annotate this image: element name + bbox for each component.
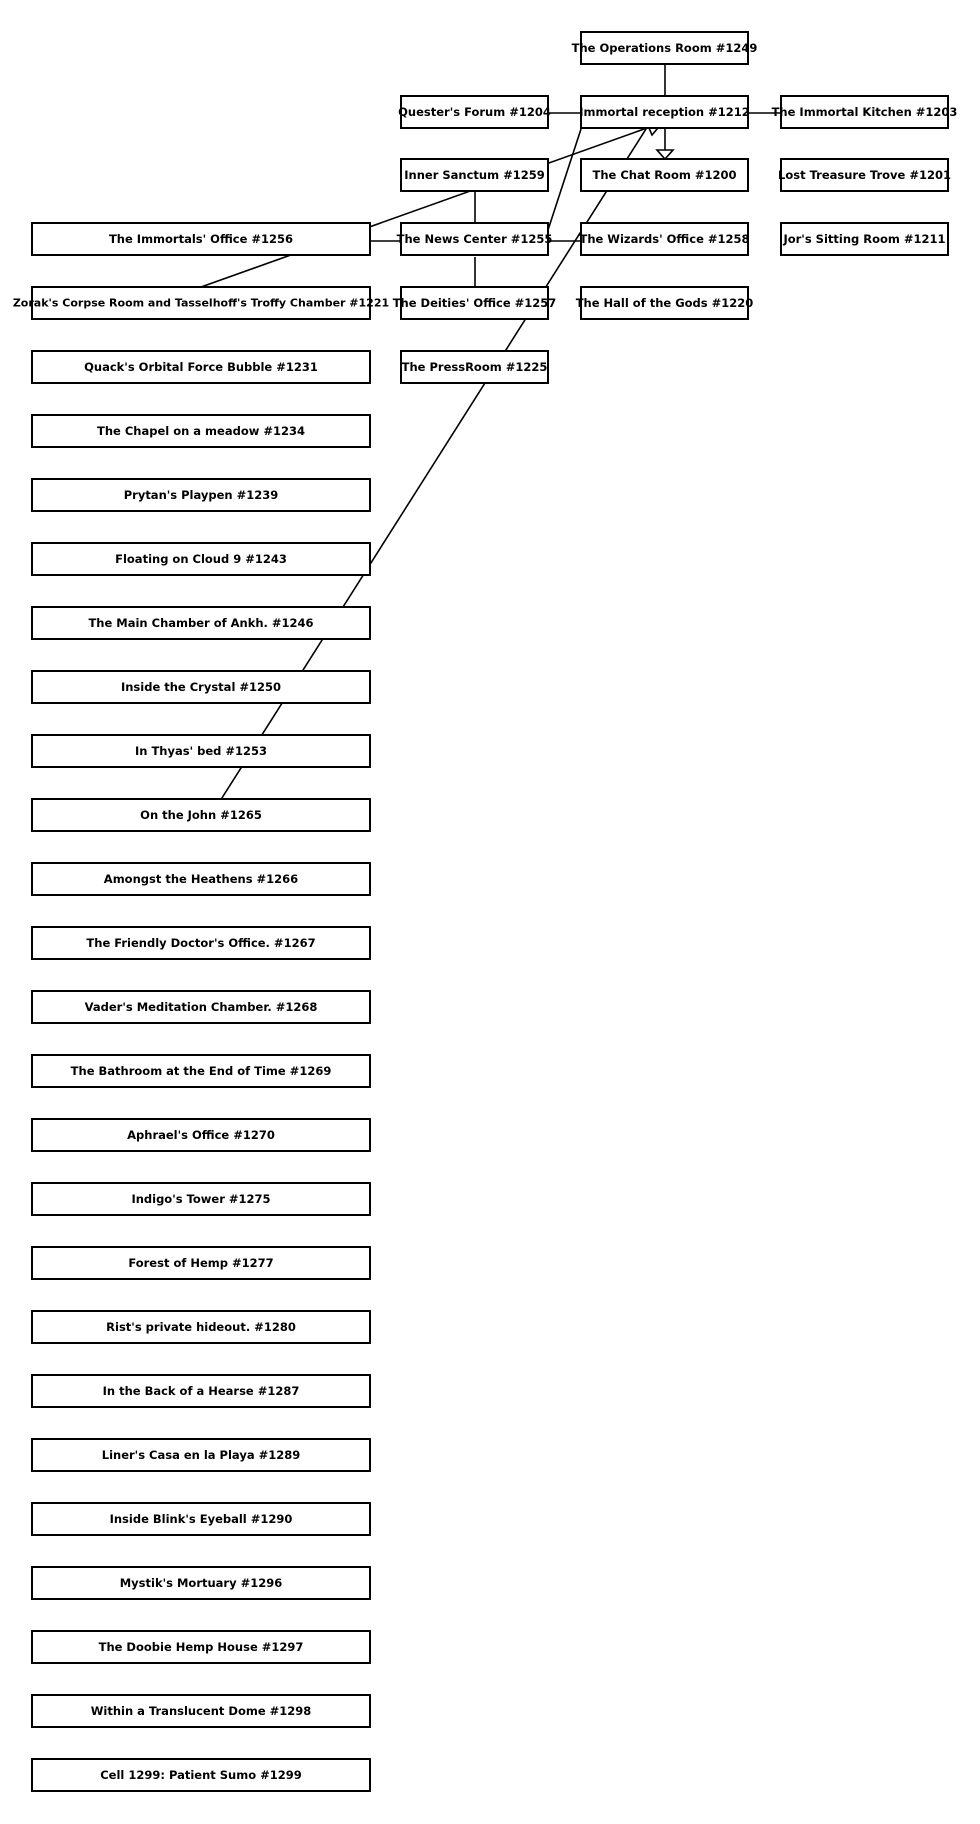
- room-label: The News Center #1255: [397, 232, 553, 246]
- room-node-back-of-hearse[interactable]: In the Back of a Hearse #1287: [31, 1374, 371, 1408]
- room-node-immortals-office[interactable]: The Immortals' Office #1256: [31, 222, 371, 256]
- room-node-immortal-reception[interactable]: Immortal reception #1212: [579, 95, 750, 129]
- room-label: Zorak's Corpse Room and Tasselhoff's Tro…: [13, 297, 389, 310]
- room-label: In the Back of a Hearse #1287: [103, 1384, 300, 1398]
- room-node-hall-of-gods[interactable]: The Hall of the Gods #1220: [576, 286, 754, 320]
- room-label: Amongst the Heathens #1266: [104, 872, 298, 886]
- room-node-thyas-bed[interactable]: In Thyas' bed #1253: [31, 734, 371, 768]
- room-node-chapel-meadow[interactable]: The Chapel on a meadow #1234: [31, 414, 371, 448]
- room-label: Inner Sanctum #1259: [404, 168, 545, 182]
- room-label: Liner's Casa en la Playa #1289: [102, 1448, 300, 1462]
- room-node-on-the-john[interactable]: On the John #1265: [31, 798, 371, 832]
- room-label: Within a Translucent Dome #1298: [91, 1704, 312, 1718]
- room-label: Immortal reception #1212: [579, 105, 750, 119]
- room-node-indigos-tower[interactable]: Indigo's Tower #1275: [31, 1182, 371, 1216]
- room-node-immortal-kitchen[interactable]: The Immortal Kitchen #1203: [772, 95, 958, 129]
- edge-zorak-reception: [200, 122, 662, 288]
- room-node-translucent-dome[interactable]: Within a Translucent Dome #1298: [31, 1694, 371, 1728]
- room-label: In Thyas' bed #1253: [135, 744, 267, 758]
- room-label: The Deities' Office #1257: [393, 296, 557, 310]
- room-label: The Bathroom at the End of Time #1269: [71, 1064, 332, 1078]
- room-node-main-chamber-ankh[interactable]: The Main Chamber of Ankh. #1246: [31, 606, 371, 640]
- room-node-news-center[interactable]: The News Center #1255: [397, 222, 553, 256]
- room-label: The Friendly Doctor's Office. #1267: [86, 936, 315, 950]
- edge-newscenter-reception: [547, 128, 582, 231]
- room-node-deities-office[interactable]: The Deities' Office #1257: [393, 286, 557, 320]
- room-node-rists-hideout[interactable]: Rist's private hideout. #1280: [31, 1310, 371, 1344]
- room-label: Floating on Cloud 9 #1243: [115, 552, 287, 566]
- room-node-lost-treasure-trove[interactable]: Lost Treasure Trove #1201: [778, 158, 951, 192]
- room-label: The Wizards' Office #1258: [579, 232, 749, 246]
- room-node-amongst-heathens[interactable]: Amongst the Heathens #1266: [31, 862, 371, 896]
- room-label: Jor's Sitting Room #1211: [782, 232, 945, 246]
- room-node-inner-sanctum[interactable]: Inner Sanctum #1259: [400, 158, 549, 192]
- room-node-mystiks-mortuary[interactable]: Mystik's Mortuary #1296: [31, 1566, 371, 1600]
- room-label: Quack's Orbital Force Bubble #1231: [84, 360, 318, 374]
- room-label: Prytan's Playpen #1239: [124, 488, 279, 502]
- room-node-jors-sitting-room[interactable]: Jor's Sitting Room #1211: [780, 222, 949, 256]
- room-node-cell-1299[interactable]: Cell 1299: Patient Sumo #1299: [31, 1758, 371, 1792]
- room-label: The Immortals' Office #1256: [109, 232, 293, 246]
- room-node-aphraels-office[interactable]: Aphrael's Office #1270: [31, 1118, 371, 1152]
- room-node-wizards-office[interactable]: The Wizards' Office #1258: [579, 222, 750, 256]
- room-node-doobie-hemp-house[interactable]: The Doobie Hemp House #1297: [31, 1630, 371, 1664]
- room-label: Lost Treasure Trove #1201: [778, 168, 951, 182]
- room-node-quacks-bubble[interactable]: Quack's Orbital Force Bubble #1231: [31, 350, 371, 384]
- room-label: Inside the Crystal #1250: [121, 680, 281, 694]
- room-node-bathroom-end-time[interactable]: The Bathroom at the End of Time #1269: [31, 1054, 371, 1088]
- room-node-cloud-9[interactable]: Floating on Cloud 9 #1243: [31, 542, 371, 576]
- room-node-liners-casa[interactable]: Liner's Casa en la Playa #1289: [31, 1438, 371, 1472]
- room-node-questers-forum[interactable]: Quester's Forum #1204: [398, 95, 551, 129]
- room-label: The PressRoom #1225: [402, 360, 548, 374]
- arrowhead-chatroom: [655, 149, 675, 161]
- room-label: Quester's Forum #1204: [398, 105, 551, 119]
- room-label: Inside Blink's Eyeball #1290: [110, 1512, 293, 1526]
- room-node-chat-room[interactable]: The Chat Room #1200: [580, 158, 749, 192]
- room-node-prytans-playpen[interactable]: Prytan's Playpen #1239: [31, 478, 371, 512]
- edge-john-reception: [200, 98, 666, 832]
- room-node-operations-room[interactable]: The Operations Room #1249: [572, 31, 758, 65]
- room-label: Indigo's Tower #1275: [131, 1192, 270, 1206]
- room-label: Rist's private hideout. #1280: [106, 1320, 296, 1334]
- room-label: The Immortal Kitchen #1203: [772, 105, 958, 119]
- room-label: The Operations Room #1249: [572, 41, 758, 55]
- room-label: Vader's Meditation Chamber. #1268: [85, 1000, 318, 1014]
- room-label: The Chapel on a meadow #1234: [97, 424, 305, 438]
- room-node-blinks-eyeball[interactable]: Inside Blink's Eyeball #1290: [31, 1502, 371, 1536]
- room-node-pressroom[interactable]: The PressRoom #1225: [400, 350, 549, 384]
- room-node-zoraks-corpse-room[interactable]: Zorak's Corpse Room and Tasselhoff's Tro…: [13, 286, 389, 320]
- room-node-friendly-doctor[interactable]: The Friendly Doctor's Office. #1267: [31, 926, 371, 960]
- room-node-forest-of-hemp[interactable]: Forest of Hemp #1277: [31, 1246, 371, 1280]
- room-label: On the John #1265: [140, 808, 262, 822]
- room-label: Cell 1299: Patient Sumo #1299: [100, 1768, 302, 1782]
- room-label: Aphrael's Office #1270: [127, 1128, 275, 1142]
- room-label: Mystik's Mortuary #1296: [120, 1576, 283, 1590]
- room-label: Forest of Hemp #1277: [128, 1256, 273, 1270]
- room-label: The Hall of the Gods #1220: [576, 296, 754, 310]
- room-label: The Chat Room #1200: [592, 168, 736, 182]
- room-label: The Main Chamber of Ankh. #1246: [88, 616, 313, 630]
- room-node-vaders-chamber[interactable]: Vader's Meditation Chamber. #1268: [31, 990, 371, 1024]
- room-label: The Doobie Hemp House #1297: [99, 1640, 304, 1654]
- room-node-inside-crystal[interactable]: Inside the Crystal #1250: [31, 670, 371, 704]
